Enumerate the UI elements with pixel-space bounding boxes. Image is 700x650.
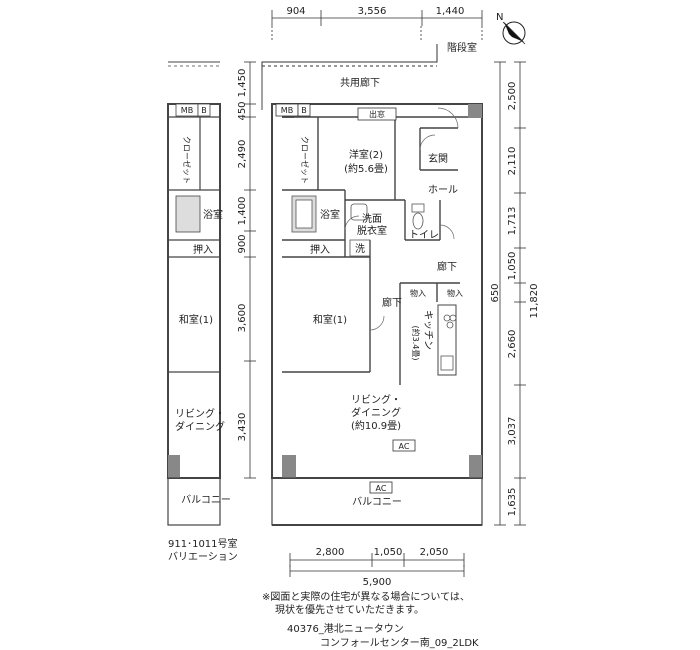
main-unit-walls [261,70,483,526]
stairs-label: 階段室 [447,41,477,54]
top-dimension-line [271,10,483,42]
western-room-label: 洋室(2) [349,148,383,161]
left-dim-1: 1,450 [237,69,248,98]
bottom-dimension-line [289,553,465,577]
mb-box [275,103,397,121]
top-dim-1: 904 [286,6,305,17]
footer-line-1: 40376_港北ニュータウン [287,623,404,635]
right-dim-6: 2,660 [507,330,518,359]
left-dim-6: 3,600 [237,304,248,333]
fixtures [291,195,457,371]
compass-icon [502,21,526,45]
variation-caption-2: バリエーション [168,551,238,563]
footer-line-2: コンフォールセンター南_09_2LDK [320,636,479,649]
washer-label: 洗 [355,243,365,255]
oshiire-label: 押入 [310,243,330,256]
living-dining-label-1: リビング・ [351,393,401,406]
var-b-label: B [201,106,207,115]
storage-label-1: 物入 [410,288,426,298]
washroom-label-2: 脱衣室 [357,224,387,237]
ac-label-indoor: AC [399,442,410,451]
var-balcony-label: バルコニー [181,494,231,506]
note-line-2: 現状を優先させていただきます。 [275,603,424,616]
corridor-label-1: 廊下 [437,260,457,273]
var-living-dining-label-2: ダイニング [175,420,225,433]
b-label: B [301,106,307,115]
bottom-dim-total: 5,900 [363,577,392,588]
corridor-label-2: 廊下 [382,296,402,309]
right-dim-2: 2,110 [507,147,518,176]
var-japanese-room-label: 和室(1) [179,313,213,326]
ac-box-indoor [392,439,416,452]
balcony-label: バルコニー [352,496,402,508]
living-dining-label-2: ダイニング [351,406,401,419]
left-dim-5: 900 [237,234,248,253]
compass-label: N [496,12,503,23]
left-dim-4: 1,400 [237,197,248,226]
stairs-railing [261,44,438,70]
right-dim-total: 11,820 [529,284,540,319]
var-mb-label: MB [181,106,193,115]
living-dining-size: (約10.9畳) [351,419,401,432]
door-swings [344,107,459,331]
right-dim-3: 1,713 [507,207,518,236]
variation-caption-1: 911･1011号室 [168,537,238,550]
washroom-label-1: 洗面 [362,213,382,225]
top-dim-2: 3,556 [358,6,387,17]
var-bathroom-label: 浴室 [203,208,223,221]
variation-walls [167,61,221,526]
right-dim-8: 1,635 [507,488,518,517]
hall-label: ホール [428,184,458,196]
common-corridor-label: 共用廊下 [340,76,380,89]
closet-label: クローゼット [300,136,310,184]
left-dimension-line [244,61,256,479]
bottom-dim-1: 2,800 [316,547,345,558]
storage-label-2: 物入 [447,288,463,298]
entrance-label: 玄関 [428,152,448,165]
japanese-room-label: 和室(1) [313,313,347,326]
toilet-label: トイレ [409,230,439,241]
bottom-dim-2: 1,050 [374,547,403,558]
right-dim-1: 2,500 [507,82,518,111]
bay-window-label: 出窓 [369,109,385,119]
right-dim-5: 650 [490,283,501,302]
bathroom-label: 浴室 [320,208,340,221]
right-dim-7: 3,037 [507,417,518,446]
right-dim-4: 1,050 [507,252,518,281]
western-room-size: (約5.6畳) [344,162,388,175]
note-line-1: ※図面と実際の住宅が異なる場合については、 [262,590,470,603]
kitchen-size: (約3.4畳) [411,326,421,361]
var-oshiire-label: 押入 [193,243,213,256]
var-closet-label: クローゼット [182,136,192,184]
right-dimension-line [494,61,526,526]
ac-label-outdoor: AC [376,484,387,493]
left-dim-2: 450 [237,101,248,120]
ac-box-outdoor [369,481,393,494]
left-dim-3: 2,490 [237,140,248,169]
left-dim-7: 3,430 [237,413,248,442]
var-living-dining-label-1: リビング・ [175,407,225,420]
mb-label: MB [281,106,293,115]
kitchen-label: キッチン [422,310,434,350]
bottom-dim-3: 2,050 [420,547,449,558]
top-dim-3: 1,440 [436,6,465,17]
